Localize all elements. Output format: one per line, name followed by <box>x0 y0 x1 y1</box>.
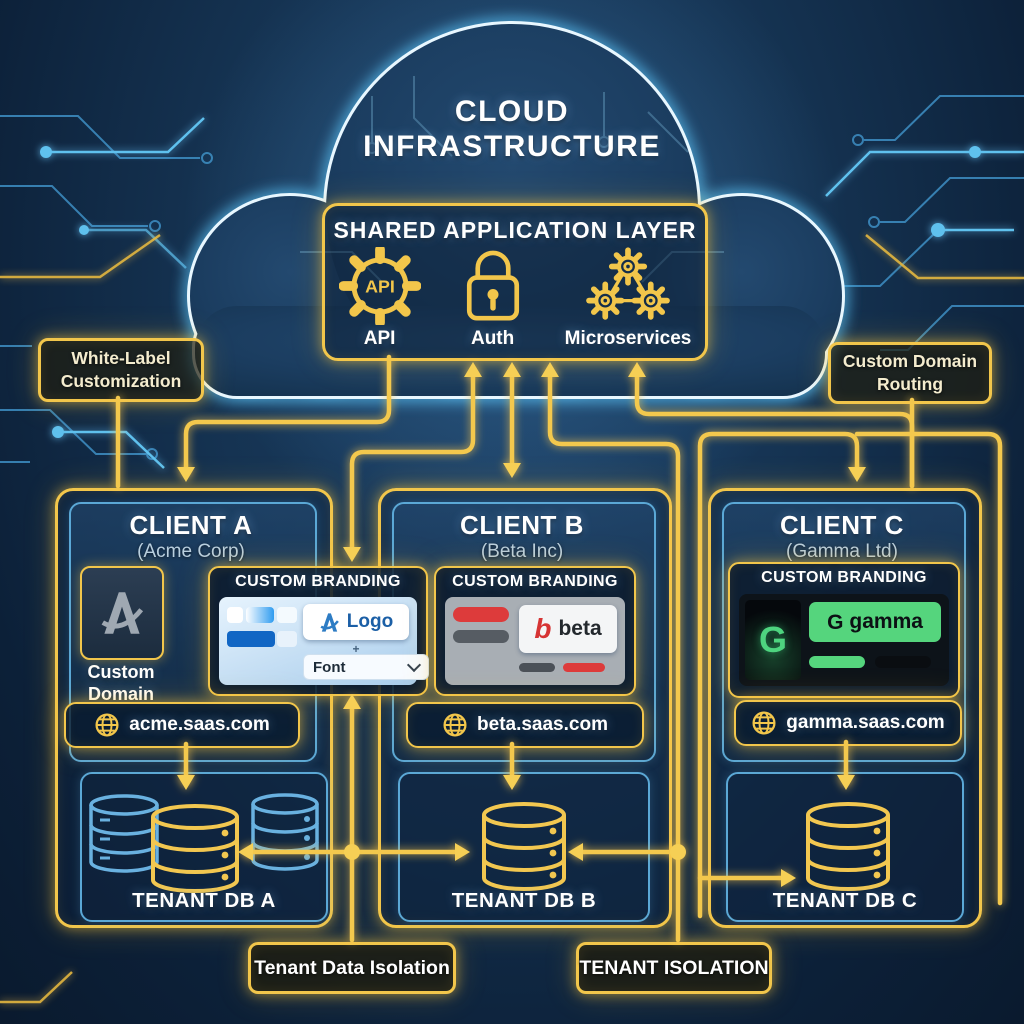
beta-brand-name: beta <box>558 617 602 640</box>
circuit-traces-left <box>0 115 213 463</box>
left-annotation-line2: Customization <box>60 371 182 391</box>
color-swatch <box>277 607 297 623</box>
client-a-domain-pill: acme.saas.com <box>64 702 300 748</box>
gamma-logo-card: G gamma <box>809 602 941 642</box>
client-a-logo-tile <box>80 566 164 660</box>
shared-item-api: API API <box>338 247 421 350</box>
chevron-down-icon <box>406 657 422 673</box>
left-annotation-line1: White-Label <box>71 348 171 369</box>
branding-a-ui-mock: Logo + Font <box>219 597 429 685</box>
globe-icon <box>751 710 777 736</box>
branding-b-ui-mock: b beta <box>445 597 625 685</box>
color-swatch <box>277 631 297 647</box>
gamma-logo-tile: G <box>745 600 801 680</box>
font-dropdown-value: Font <box>313 658 346 676</box>
gamma-brand-name: gamma <box>849 610 923 633</box>
white-label-customization-label: White-Label Customization <box>38 338 204 402</box>
logo-card-label: Logo <box>346 611 394 632</box>
tenant-data-isolation-label: Tenant Data Isolation <box>248 942 456 994</box>
circuit-traces-right <box>830 95 1024 351</box>
client-a-domain-text: acme.saas.com <box>129 714 270 735</box>
client-b-domain-text: beta.saas.com <box>477 714 608 735</box>
plus-icon: + <box>352 642 360 656</box>
right-annotation-line1: Custom Domain <box>842 351 978 372</box>
shared-layer-icons-row: API API Auth <box>338 244 692 358</box>
client-b-domain-pill: beta.saas.com <box>406 702 644 748</box>
shared-layer-title: SHARED APPLICATION LAYER <box>333 217 697 243</box>
client-c-domain-text: gamma.saas.com <box>786 712 945 733</box>
client-c-title: CLIENT C <box>780 510 904 540</box>
cloud-title-line1: CLOUD <box>454 95 570 128</box>
database-icon-c <box>806 802 890 891</box>
branding-c-ui-mock: G G gamma <box>739 594 949 686</box>
color-bar <box>453 607 509 622</box>
client-b-title: CLIENT B <box>460 510 584 540</box>
tenant-isolation-label: TENANT ISOLATION <box>576 942 772 994</box>
shared-item-auth: Auth <box>457 247 529 350</box>
custom-domain-word2: Domain <box>87 683 154 704</box>
color-pill <box>875 656 931 668</box>
client-a-tenant-db-box: TENANT DB A <box>80 772 328 922</box>
beta-logo-icon: b <box>534 613 552 644</box>
client-b-custom-branding-box: CUSTOM BRANDING b beta <box>434 566 636 696</box>
cloud-title-line2: INFRASTRUCTURE <box>363 130 661 164</box>
microservices-gears-icon <box>580 247 676 325</box>
acme-logo-icon <box>98 587 146 639</box>
client-c-tenant-db-box: TENANT DB C <box>726 772 964 922</box>
color-pill <box>809 656 865 668</box>
circuit-traces-yellow <box>0 233 1024 1004</box>
shared-item-auth-label: Auth <box>470 328 515 349</box>
color-swatch <box>246 607 274 623</box>
color-bar <box>453 630 509 643</box>
client-a-title: CLIENT A <box>129 510 253 540</box>
client-c-custom-branding-box: CUSTOM BRANDING G G gamma <box>728 562 960 698</box>
circuit-traces-left-bright <box>40 117 205 469</box>
api-gear-text: API <box>365 277 395 297</box>
circuit-traces-right-bright <box>825 146 1024 237</box>
shared-item-microservices-label: Microservices <box>564 328 692 349</box>
client-b-branding-title: CUSTOM BRANDING <box>452 573 618 590</box>
client-a-branding-title: CUSTOM BRANDING <box>235 573 401 590</box>
client-b-db-label: TENANT DB B <box>451 889 597 912</box>
shared-application-layer-box: SHARED APPLICATION LAYER API API <box>322 203 708 361</box>
acme-logo-small-icon <box>319 611 340 634</box>
shared-item-microservices: Microservices <box>564 247 692 350</box>
color-pill <box>519 663 555 672</box>
gamma-logo-small-icon: G <box>827 610 844 634</box>
database-icons-a <box>89 793 319 893</box>
logo-card: Logo <box>303 604 409 640</box>
database-icon-b <box>482 802 566 891</box>
beta-logo-card: b beta <box>519 605 617 653</box>
client-c-db-label: TENANT DB C <box>772 889 918 912</box>
circuit-traces-in-cloud <box>300 76 724 283</box>
client-c-domain-pill: gamma.saas.com <box>734 700 962 746</box>
color-swatch <box>227 631 275 647</box>
right-annotation-line2: Routing <box>876 374 944 394</box>
globe-icon <box>442 712 468 738</box>
color-pill <box>563 663 605 672</box>
font-dropdown: Font <box>303 654 429 680</box>
globe-icon <box>94 712 120 738</box>
client-a-custom-domain-label: Custom Domain <box>66 662 176 706</box>
custom-domain-routing-label: Custom Domain Routing <box>828 342 992 404</box>
client-c-branding-title: CUSTOM BRANDING <box>761 569 927 586</box>
lock-icon <box>457 247 529 325</box>
client-a-db-label: TENANT DB A <box>132 889 276 912</box>
custom-domain-word1: Custom <box>87 662 155 682</box>
client-a-subtitle: (Acme Corp) <box>137 541 245 562</box>
color-swatch <box>227 607 243 623</box>
client-c-subtitle: (Gamma Ltd) <box>786 541 898 562</box>
client-b-subtitle: (Beta Inc) <box>480 541 564 562</box>
gamma-logo-icon: G <box>758 619 787 660</box>
client-a-custom-branding-box: CUSTOM BRANDING Logo + <box>208 566 429 696</box>
client-b-tenant-db-box: TENANT DB B <box>398 772 650 922</box>
cloud-infrastructure-title: CLOUD INFRASTRUCTURE <box>312 94 712 165</box>
api-gear-icon: API <box>338 247 421 325</box>
shared-item-api-label: API <box>363 328 396 349</box>
